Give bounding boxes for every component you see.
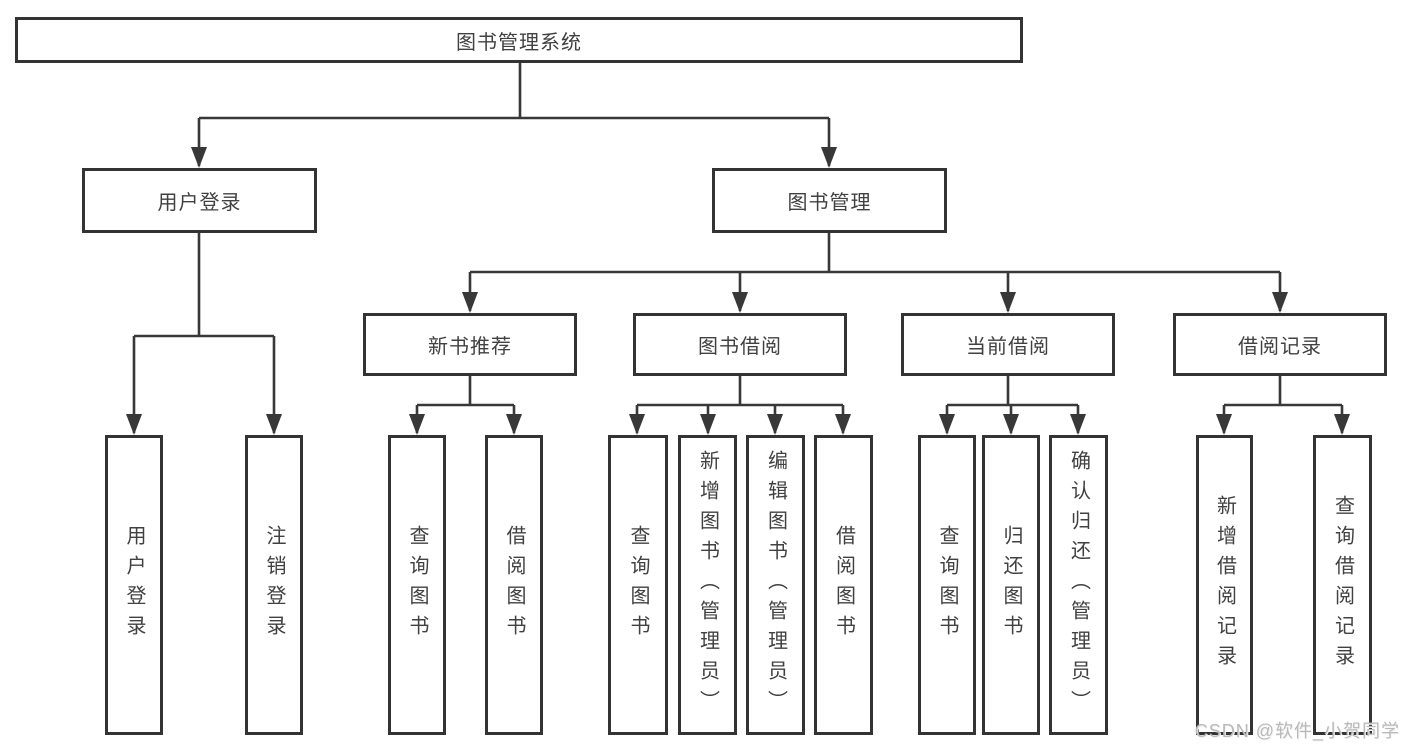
- leaf-cb-confirm-return-label: 确认归还（管理员）: [1067, 450, 1090, 720]
- connector-stems: [132, 63, 1344, 433]
- leaf-logout-label: 注销登录: [263, 525, 285, 645]
- leaf-bb-query-books-label: 查询图书: [627, 525, 649, 645]
- node-book-management-label: 图书管理: [787, 192, 872, 214]
- arrowheads: [126, 147, 1350, 435]
- leaf-bb-add-books: 新增图书（管理员）: [678, 435, 737, 735]
- leaf-user-login-label: 用户登录: [123, 525, 145, 645]
- leaf-user-login: 用户登录: [105, 435, 163, 735]
- leaf-bb-query-books: 查询图书: [608, 435, 668, 735]
- leaf-cb-query-books: 查询图书: [918, 435, 976, 735]
- node-book-borrow-label: 图书借阅: [698, 336, 782, 358]
- leaf-br-query-record-label: 查询借阅记录: [1331, 495, 1354, 675]
- node-user-login: 用户登录: [82, 168, 317, 233]
- leaf-cb-return-books: 归还图书: [982, 435, 1040, 735]
- node-root: 图书管理系统: [15, 17, 1023, 63]
- leaf-nb-query-books-label: 查询图书: [406, 525, 428, 645]
- leaf-br-query-record: 查询借阅记录: [1313, 435, 1372, 735]
- leaf-cb-query-books-label: 查询图书: [936, 525, 958, 645]
- node-borrow-records: 借阅记录: [1173, 313, 1387, 376]
- leaf-br-add-record-label: 新增借阅记录: [1213, 495, 1236, 675]
- leaf-bb-borrow-books: 借阅图书: [814, 435, 873, 735]
- node-new-book-recommend: 新书推荐: [363, 313, 577, 376]
- leaf-nb-query-books: 查询图书: [388, 435, 446, 735]
- leaf-cb-confirm-return: 确认归还（管理员）: [1049, 435, 1108, 735]
- leaf-bb-add-books-label: 新增图书（管理员）: [696, 450, 719, 720]
- node-current-borrow: 当前借阅: [901, 313, 1115, 376]
- leaf-logout: 注销登录: [245, 435, 303, 735]
- node-root-label: 图书管理系统: [456, 31, 582, 54]
- node-borrow-records-label: 借阅记录: [1238, 336, 1322, 358]
- node-book-management: 图书管理: [712, 168, 947, 233]
- leaf-nb-borrow-books: 借阅图书: [485, 435, 543, 735]
- leaf-br-add-record: 新增借阅记录: [1196, 435, 1253, 735]
- leaf-bb-edit-books-label: 编辑图书（管理员）: [764, 450, 787, 720]
- leaf-cb-return-books-label: 归还图书: [1000, 525, 1022, 645]
- node-current-borrow-label: 当前借阅: [966, 336, 1050, 358]
- leaf-bb-edit-books: 编辑图书（管理员）: [746, 435, 805, 735]
- leaf-bb-borrow-books-label: 借阅图书: [832, 525, 855, 645]
- node-user-login-label: 用户登录: [157, 192, 242, 214]
- node-book-borrow: 图书借阅: [633, 313, 847, 376]
- leaf-nb-borrow-books-label: 借阅图书: [503, 525, 525, 645]
- node-new-book-recommend-label: 新书推荐: [428, 336, 512, 358]
- csdn-watermark: CSDN @软件_小贺同学: [1194, 721, 1400, 741]
